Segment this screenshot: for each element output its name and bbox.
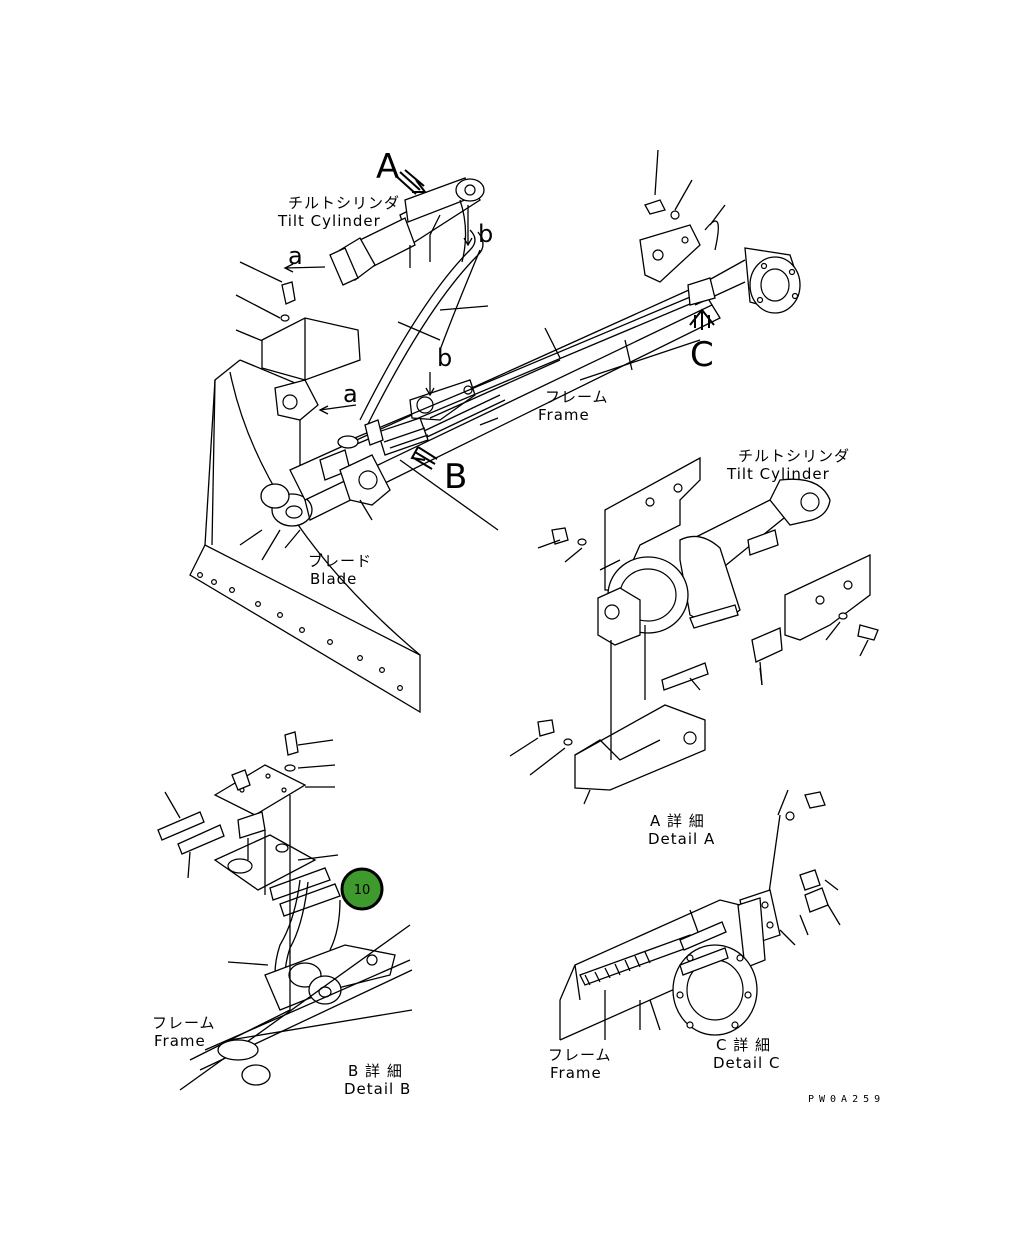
callout-number[interactable]: 10 — [354, 883, 371, 898]
view-letter-a-marker: A — [376, 147, 399, 187]
detail-a-jp: A 詳 細 — [650, 812, 705, 830]
tilt-cylinder-top — [329, 177, 485, 286]
frame-top-en: Frame — [538, 406, 590, 424]
part-callout-10[interactable]: 10 — [340, 867, 384, 911]
tilt-cylinder-top-en: Tilt Cylinder — [277, 212, 381, 230]
frame-detail-b-jp: フレーム — [152, 1014, 216, 1032]
tilt-cylinder-top-jp: チルトシリンダ — [288, 194, 400, 212]
blade-assembly — [189, 359, 421, 714]
blade-hole — [255, 600, 262, 607]
detail-a-drawing — [509, 456, 879, 805]
arrow-letter-b-upper: b — [478, 220, 493, 248]
detail-a-en: Detail A — [648, 830, 715, 848]
blade-hole — [211, 578, 218, 585]
view-letter-c-marker: C — [690, 335, 714, 375]
frame-detail-b-en: Frame — [154, 1032, 206, 1050]
blade-hole — [229, 586, 236, 593]
leader-lines-main — [235, 149, 726, 421]
tilt-cylinder-right-jp: チルトシリンダ — [738, 447, 850, 465]
arrow-letter-a-lower: a — [343, 380, 358, 408]
blade-hole — [357, 654, 364, 661]
drawing-code: PW0A259 — [808, 1094, 885, 1105]
detail-b-en: Detail B — [344, 1080, 411, 1098]
blade-hole — [299, 626, 306, 633]
tilt-cylinder-right-en: Tilt Cylinder — [726, 465, 830, 483]
blade-hole — [397, 684, 404, 691]
view-arrows — [283, 169, 715, 470]
blade-plate — [189, 544, 421, 714]
blade-en: Blade — [310, 570, 357, 588]
arrow-letter-a-upper: a — [288, 242, 303, 270]
blade-hole — [197, 571, 204, 578]
frame-detail-c-jp: フレーム — [548, 1046, 612, 1064]
blade-jp: ブレード — [308, 552, 372, 570]
frame-detail-c-en: Frame — [550, 1064, 602, 1082]
detail-c-drawing — [559, 789, 841, 1041]
detail-b-drawing — [157, 731, 413, 1091]
blade-hole — [379, 666, 386, 673]
detail-b-jp: B 詳 細 — [348, 1062, 403, 1080]
detail-c-jp: C 詳 細 — [716, 1036, 771, 1054]
upper-right-bracket — [639, 199, 801, 314]
blade-hole — [327, 638, 334, 645]
frame-top-jp: フレーム — [545, 388, 609, 406]
callout-circle[interactable] — [340, 867, 384, 911]
arrow-letter-b-lower: b — [437, 344, 452, 372]
blade-hole — [277, 611, 284, 618]
frame-beam — [289, 229, 721, 531]
view-letter-b-marker: B — [444, 457, 467, 497]
detail-c-en: Detail C — [713, 1054, 780, 1072]
